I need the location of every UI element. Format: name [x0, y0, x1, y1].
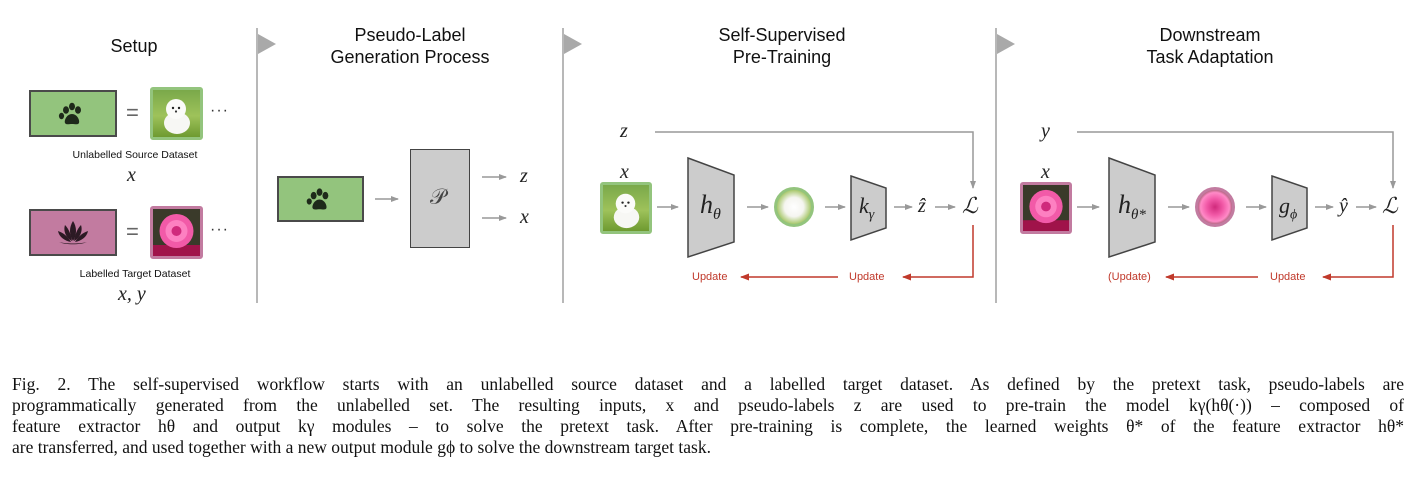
head-symbol: k — [859, 193, 869, 218]
head-label: gϕ — [1279, 193, 1297, 223]
update-line-downstream-right — [1322, 225, 1394, 281]
title-line-1: Downstream — [1159, 25, 1261, 45]
equals-sign-source: = — [126, 100, 139, 125]
arrow-y-to-loss — [1077, 131, 1396, 189]
source-dataset-label: Unlabelled Source Dataset — [72, 149, 198, 161]
pseudo-source-box — [277, 176, 364, 222]
divider-pseudo-label — [256, 28, 258, 303]
trapezoid-g-phi — [1271, 174, 1308, 242]
title-line-2: Pre-Training — [732, 47, 832, 67]
head-subscript: ϕ — [1290, 207, 1298, 223]
pretraining-label-z: z — [620, 120, 628, 142]
extractor-symbol: h — [700, 190, 713, 219]
process-symbol: 𝒫 — [430, 184, 446, 209]
head-label: kγ — [859, 193, 874, 223]
figure-caption: Fig. 2. The self-supervised workflow sta… — [12, 374, 1404, 458]
title-line-1: Pseudo-Label — [354, 25, 466, 45]
pretraining-feature-circle — [774, 187, 814, 227]
downstream-label-y: y — [1041, 120, 1050, 142]
pretraining-prediction: ẑ — [918, 195, 926, 217]
extractor-subscript: θ* — [1131, 207, 1146, 224]
caption-line: are transferred, and used together with … — [12, 437, 711, 457]
trapezoid-h-theta — [687, 156, 735, 259]
panel-flag-downstream — [997, 34, 1015, 54]
panel-flag-pretraining — [564, 34, 582, 54]
source-sample-image — [150, 87, 203, 140]
source-dataset-var: x — [127, 164, 136, 186]
source-dataset-box — [29, 90, 117, 137]
output-x: x — [520, 206, 529, 228]
dog-image — [164, 99, 190, 134]
lotus-icon — [58, 221, 88, 245]
paw-icon — [306, 188, 329, 210]
downstream-input-x: x — [1041, 161, 1050, 183]
divider-pretraining — [562, 28, 564, 303]
title-line-2: Generation Process — [330, 47, 490, 67]
caption-line: programmatically generated from the unla… — [12, 395, 1404, 415]
update-line-pretraining-right — [902, 225, 974, 281]
ellipsis-target: ··· — [210, 221, 229, 238]
pseudo-label-process-box — [410, 149, 470, 248]
head-symbol: g — [1279, 193, 1290, 218]
title-line-2: Task Adaptation — [1146, 47, 1274, 67]
panel-title-pretraining: Self-Supervised Pre-Training — [672, 24, 892, 68]
downstream-input-image — [1020, 182, 1072, 234]
panel-flag-pseudo-label — [258, 34, 276, 54]
caption-line: feature extractor hθ and output kγ modul… — [12, 416, 1404, 436]
trapezoid-h-theta-star — [1108, 156, 1156, 259]
extractor-symbol: h — [1118, 190, 1131, 219]
target-dataset-var: x, y — [118, 283, 146, 305]
dog-image — [613, 193, 640, 229]
head-subscript: γ — [868, 207, 875, 223]
panel-title-pseudo-label: Pseudo-Label Generation Process — [300, 24, 520, 68]
flower-image — [153, 214, 200, 256]
equals-sign-target: = — [126, 219, 139, 244]
downstream-update-left: (Update) — [1108, 271, 1151, 283]
arrow-z-to-loss — [655, 131, 976, 189]
target-sample-image — [150, 206, 203, 259]
target-dataset-label: Labelled Target Dataset — [79, 268, 191, 280]
flower-image — [1023, 189, 1069, 231]
caption-line: Fig. 2. The self-supervised workflow sta… — [12, 374, 1404, 394]
pretraining-loss: ℒ — [962, 193, 978, 218]
trapezoid-k-gamma — [850, 174, 887, 242]
downstream-prediction: ŷ — [1339, 195, 1348, 217]
ellipsis-source: ··· — [210, 102, 229, 119]
pretraining-update-right: Update — [849, 271, 885, 283]
pretraining-input-x: x — [620, 161, 629, 183]
target-dataset-box — [29, 209, 117, 256]
extractor-label: hθ* — [1118, 190, 1146, 224]
paw-icon — [58, 102, 81, 125]
downstream-loss: ℒ — [1382, 193, 1398, 218]
extractor-subscript: θ — [713, 206, 721, 224]
panel-title-setup: Setup — [110, 36, 158, 56]
pretraining-update-left: Update — [692, 271, 728, 283]
extractor-label: hθ — [700, 190, 721, 224]
downstream-update-right: Update — [1270, 271, 1306, 283]
downstream-feature-circle — [1195, 187, 1235, 227]
title-line-1: Self-Supervised — [718, 25, 846, 45]
panel-title-downstream: Downstream Task Adaptation — [1100, 24, 1320, 68]
output-z: z — [520, 165, 528, 187]
pretraining-input-image — [600, 182, 652, 234]
divider-downstream — [995, 28, 997, 303]
